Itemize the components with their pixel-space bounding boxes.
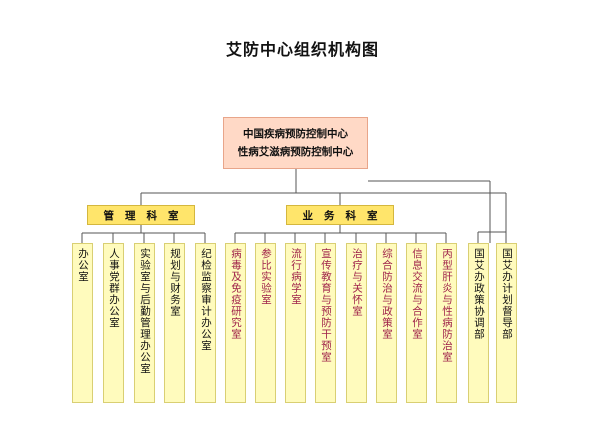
unit-label: 丙型肝炎与性病防治室 [441,248,453,363]
unit-label: 治疗与关怀室 [351,248,363,317]
unit-label: 规划与财务室 [169,248,181,317]
unit-label: 病毒及免疫研究室 [230,248,242,340]
business-unit: 宣传教育与预防干预室 [315,243,336,403]
business-unit: 综合防治与政策室 [376,243,397,403]
business-unit: 信息交流与合作室 [406,243,427,403]
management-unit: 纪检监察审计办公室 [195,243,216,403]
page-title: 艾防中心组织机构图 [225,40,379,59]
management-dept-node: 管理科室 [87,205,195,225]
business-unit: 丙型肝炎与性病防治室 [436,243,457,403]
root-line-1: 中国疾病预防控制中心 [243,128,348,140]
management-unit: 实验室与后勤管理办公室 [134,243,155,403]
business-dept-node: 业务科室 [286,205,394,225]
unit-label: 综合防治与政策室 [381,248,393,340]
business-unit: 病毒及免疫研究室 [225,243,246,403]
unit-label: 人事党群办公室 [108,248,120,329]
unit-label: 办公室 [77,248,89,283]
unit-label: 流行病学室 [290,248,302,306]
independent-unit: 国艾办计划督导部 [496,243,517,403]
unit-label: 国艾办计划督导部 [501,248,513,340]
unit-label: 信息交流与合作室 [411,248,423,340]
management-unit: 人事党群办公室 [103,243,124,403]
root-node: 中国疾病预防控制中心 性病艾滋病预防控制中心 [223,117,368,169]
management-unit: 规划与财务室 [164,243,185,403]
unit-label: 宣传教育与预防干预室 [320,248,332,363]
root-line-2: 性病艾滋病预防控制中心 [237,146,354,158]
unit-label: 纪检监察审计办公室 [200,248,212,352]
unit-label: 国艾办政策协调部 [473,248,485,340]
business-unit: 治疗与关怀室 [346,243,367,403]
management-unit: 办公室 [72,243,93,403]
business-unit: 参比实验室 [255,243,276,403]
business-unit: 流行病学室 [285,243,306,403]
independent-unit: 国艾办政策协调部 [468,243,489,403]
unit-label: 实验室与后勤管理办公室 [139,248,151,375]
unit-label: 参比实验室 [260,248,272,306]
